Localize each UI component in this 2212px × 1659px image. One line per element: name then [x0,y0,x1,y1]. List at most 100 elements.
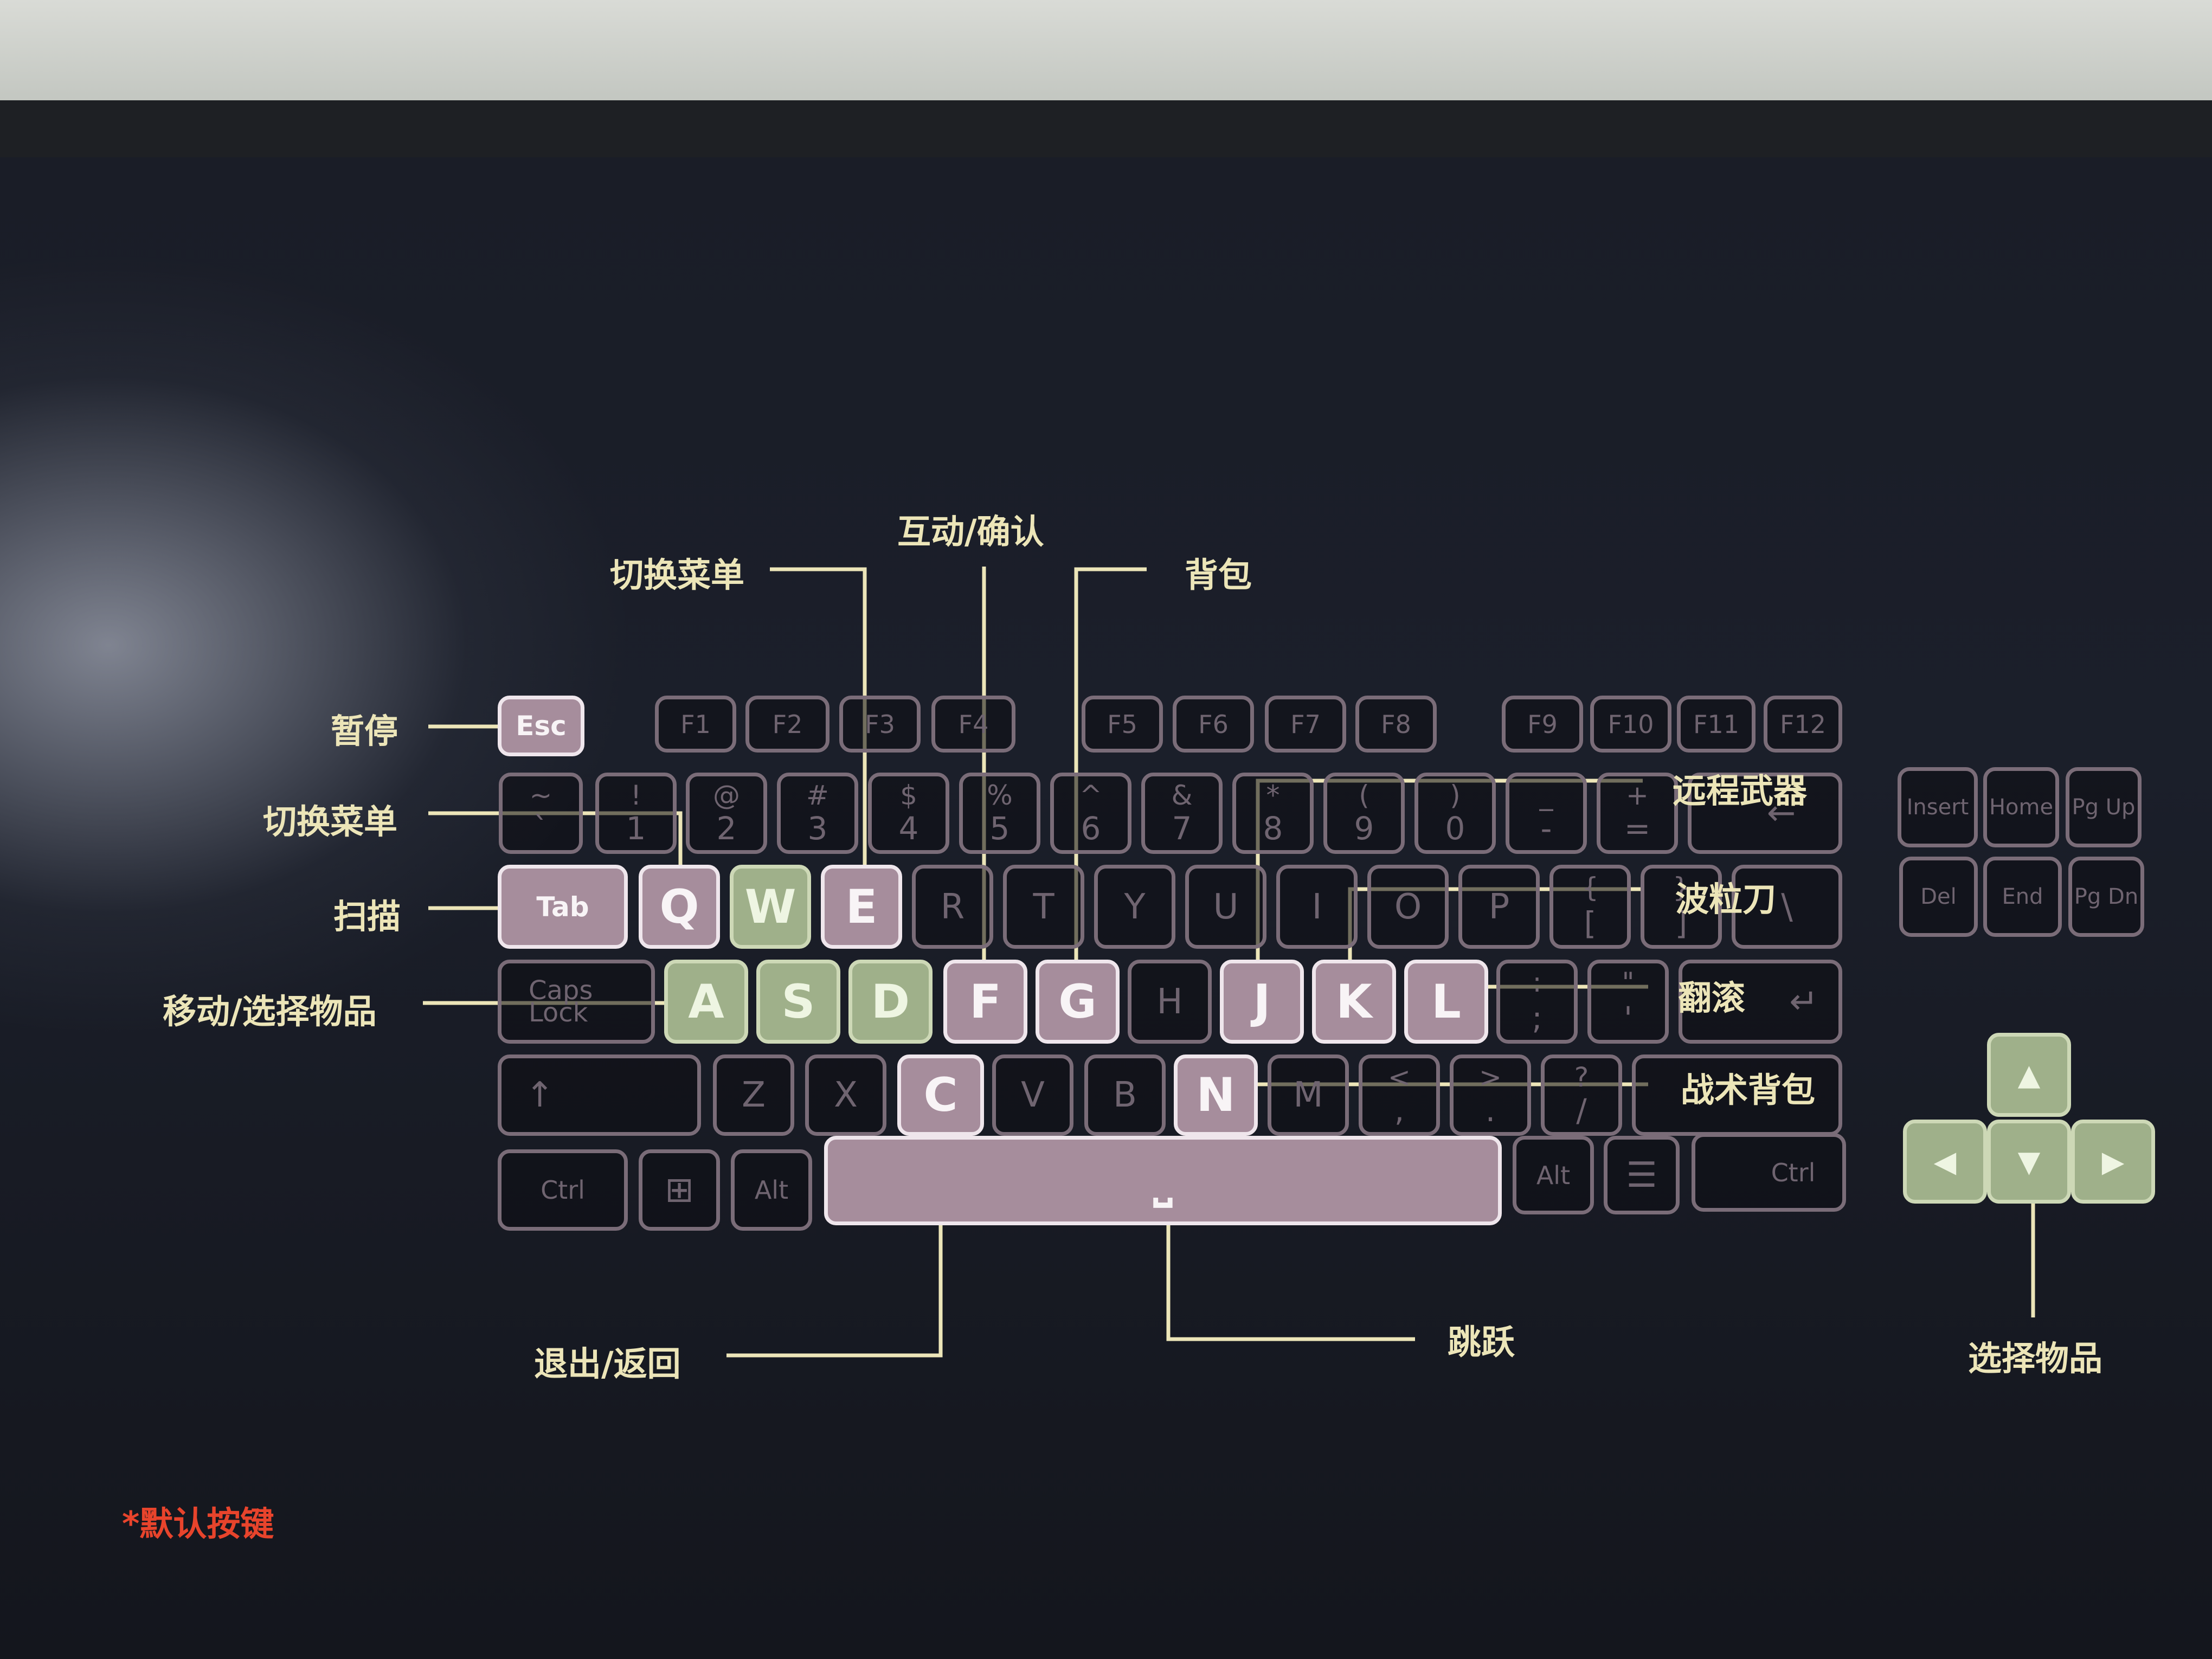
key-j[interactable]: J [1220,960,1304,1044]
key-equals[interactable]: += [1597,773,1678,854]
key-enter[interactable]: ↵ [1679,960,1842,1044]
key-tilde[interactable]: ~` [499,773,583,854]
key-pgup[interactable]: Pg Up [2066,767,2142,847]
key-h[interactable]: H [1128,960,1212,1044]
key-end[interactable]: End [1983,857,2062,937]
key-u[interactable]: U [1185,865,1266,949]
key-f10[interactable]: F10 [1590,696,1671,753]
key-r[interactable]: R [912,865,993,949]
key-y[interactable]: Y [1094,865,1175,949]
key-j-label: J [1253,974,1271,1029]
key-ctrl-left[interactable]: Ctrl [498,1149,628,1231]
key-m[interactable]: M [1268,1054,1349,1136]
key-k[interactable]: K [1312,960,1396,1044]
key-f9[interactable]: F9 [1502,696,1583,753]
key-z[interactable]: Z [713,1054,794,1136]
label-laser-blade: 波粒刀 [1675,879,1777,919]
key-t[interactable]: T [1003,865,1084,949]
key-s[interactable]: S [756,960,840,1044]
key-f9-label: F9 [1527,709,1558,739]
key-5[interactable]: %5 [959,773,1040,854]
key-alt-right[interactable]: Alt [1513,1136,1594,1214]
key-x-label: X [834,1075,858,1115]
key-4[interactable]: $4 [868,773,949,854]
key-f7[interactable]: F7 [1265,696,1346,753]
key-quote-label: ' [1624,1000,1632,1037]
key-z-label: Z [742,1075,766,1115]
key-semicolon[interactable]: :; [1496,960,1578,1044]
key-alt-left[interactable]: Alt [731,1149,812,1231]
key-m-label: M [1293,1075,1323,1115]
key-rbracket[interactable]: }] [1641,865,1722,949]
key-e-label: E [845,879,878,934]
key-f4[interactable]: F4 [931,696,1015,753]
key-esc[interactable]: Esc [498,696,584,756]
key-n-label: N [1196,1068,1236,1122]
key-minus[interactable]: _- [1506,773,1587,854]
key-i[interactable]: I [1276,865,1358,949]
key-9[interactable]: (9 [1323,773,1405,854]
key-p[interactable]: P [1458,865,1540,949]
key-a[interactable]: A [664,960,748,1044]
key-win[interactable]: ⊞ [639,1149,720,1231]
key-alt-right-label: Alt [1536,1160,1571,1190]
key-6[interactable]: ^6 [1050,773,1131,854]
key-e[interactable]: E [821,865,902,949]
key-7[interactable]: &7 [1141,773,1223,854]
key-d[interactable]: D [848,960,933,1044]
key-f1[interactable]: F1 [655,696,736,753]
key-f6[interactable]: F6 [1173,696,1254,753]
key-x[interactable]: X [805,1054,886,1136]
key-lbracket[interactable]: {[ [1549,865,1631,949]
key-6-label: 6 [1081,810,1101,847]
default-keys-note: *默认按键 [122,1504,274,1544]
key-f[interactable]: F [943,960,1027,1044]
key-h-label: H [1156,981,1183,1022]
key-f5[interactable]: F5 [1082,696,1163,753]
key-2[interactable]: @2 [686,773,767,854]
key-ctrl-right[interactable]: Ctrl [1692,1133,1846,1212]
key-f12[interactable]: F12 [1764,696,1842,753]
key-minus-label: - [1540,810,1552,847]
key-w[interactable]: W [730,865,811,949]
key-backslash[interactable]: \ [1732,865,1842,949]
key-pgdn[interactable]: Pg Dn [2068,857,2144,937]
key-slash[interactable]: ?/ [1541,1054,1622,1136]
key-menu[interactable]: ☰ [1604,1136,1680,1214]
key-del[interactable]: Del [1899,857,1978,937]
key-l[interactable]: L [1404,960,1488,1044]
key-space[interactable]: ⎵ [824,1136,1502,1225]
key-right[interactable]: ▶ [2071,1120,2155,1204]
key-8[interactable]: *8 [1232,773,1314,854]
key-b[interactable]: B [1084,1054,1166,1136]
key-0-shift: ) [1450,780,1461,811]
key-comma[interactable]: <, [1359,1054,1440,1136]
key-down[interactable]: ▼ [1987,1120,2071,1204]
key-backspace[interactable]: ← [1688,773,1842,854]
key-f11[interactable]: F11 [1677,696,1756,753]
key-home[interactable]: Home [1983,767,2059,847]
key-f8[interactable]: F8 [1355,696,1437,753]
key-q[interactable]: Q [639,865,720,949]
key-tab[interactable]: Tab [498,865,628,949]
key-shift-left[interactable]: ↑ [498,1054,701,1136]
key-insert[interactable]: Insert [1898,767,1978,847]
key-1[interactable]: !1 [595,773,677,854]
key-n[interactable]: N [1174,1054,1258,1136]
key-left[interactable]: ◀ [1903,1120,1987,1204]
label-interact: 互动/确认 [897,512,1044,551]
key-v[interactable]: V [992,1054,1073,1136]
key-0[interactable]: )0 [1414,773,1496,854]
key-g[interactable]: G [1036,960,1120,1044]
key-o[interactable]: O [1367,865,1449,949]
key-3[interactable]: #3 [777,773,858,854]
key-f2[interactable]: F2 [745,696,829,753]
key-c[interactable]: C [897,1054,984,1136]
key-o-label: O [1394,886,1422,927]
key-up[interactable]: ▲ [1987,1033,2071,1117]
key-f3[interactable]: F3 [839,696,921,753]
key-quote[interactable]: "' [1587,960,1669,1044]
key-period[interactable]: >. [1450,1054,1531,1136]
key-end-label: End [2002,884,2043,909]
